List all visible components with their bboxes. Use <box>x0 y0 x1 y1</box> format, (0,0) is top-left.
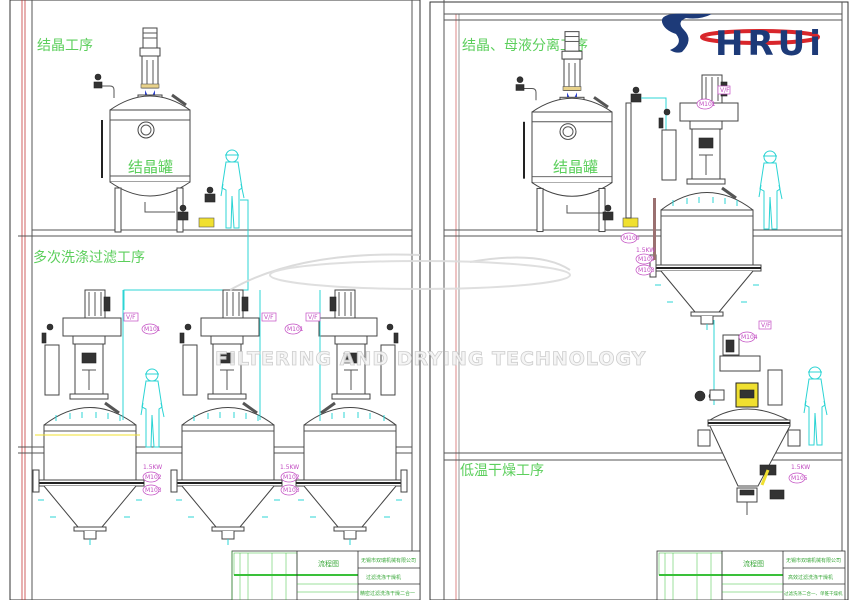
right-sheet: 结晶、母液分离工序 结晶罐 M100 V/F M101 1.5KW M102 M… <box>429 0 849 600</box>
power-tag: 1.5KW <box>791 464 810 471</box>
power-tag: 1.5KW <box>636 247 655 254</box>
tank-label: 结晶罐 <box>553 158 598 176</box>
section-title-drying: 低温干燥工序 <box>460 463 544 479</box>
company-name: 无锡市双瑞机械有限公司 <box>786 557 841 564</box>
motor-tag: M102 <box>283 474 300 481</box>
section-title-crystallization-separation: 结晶、母液分离工序 <box>462 37 588 54</box>
motor-tag: M104 <box>741 334 758 341</box>
motor-tag: M103 <box>145 487 162 494</box>
watermark: FILTERING AND DRYING TECHNOLOGY <box>215 253 646 370</box>
drawing-type: 流程图 <box>318 559 339 568</box>
power-tag: 1.5KW <box>280 464 299 471</box>
title-block: 流程图 无锡市双瑞机械有限公司 过滤洗涤干燥机 精密过滤洗涤干燥二合一 <box>231 550 421 600</box>
watermark-text: FILTERING AND DRYING TECHNOLOGY <box>215 348 646 370</box>
product-name: 过滤洗涤干燥机 <box>366 574 401 581</box>
drawing-type: 流程图 <box>743 559 764 568</box>
operator-icon <box>140 368 165 448</box>
vf-tag: V/F <box>720 87 730 94</box>
power-tag: 1.5KW <box>143 464 162 471</box>
motor-tag: M101 <box>699 101 716 108</box>
left-sheet: 结晶工序 结晶罐 多次洗涤过滤工序 V/F M101 1.5KW M102 M1… <box>9 0 421 600</box>
filter-dryer-1 <box>31 288 146 547</box>
operator-icon <box>803 366 828 446</box>
operator-icon <box>758 150 783 230</box>
motor-tag: M103 <box>638 267 655 274</box>
operator-icon <box>220 149 245 229</box>
cone-dryer <box>694 320 801 515</box>
section-title-washing: 多次洗涤过滤工序 <box>33 249 145 266</box>
vf-tag: V/F <box>126 314 136 321</box>
crystallizer-tank <box>92 26 192 234</box>
svg-text:HRUi: HRUi <box>715 24 825 64</box>
product-name: 高效过滤洗涤干燥机 <box>788 574 833 581</box>
feed-pump <box>198 217 215 228</box>
motor-tag: M103 <box>283 487 300 494</box>
section-title-crystallization: 结晶工序 <box>37 38 93 54</box>
filter-dryer-2 <box>169 288 284 547</box>
filter-dryer <box>648 73 763 332</box>
tank-label: 结晶罐 <box>128 158 173 176</box>
motor-tag: M105 <box>791 475 808 482</box>
motor-tag: M101 <box>144 326 161 333</box>
crystallizer-tank <box>514 30 614 234</box>
motor-tag: M101 <box>287 326 304 333</box>
vf-tag: V/F <box>264 314 274 321</box>
filter-dryer-3 <box>294 288 409 547</box>
drawing-subtitle: 精密过滤洗涤干燥二合一 <box>360 590 415 597</box>
pump-tag: M100 <box>623 235 640 242</box>
feed-pump <box>622 217 639 228</box>
pump-icon <box>630 86 642 103</box>
motor-tag: M102 <box>145 474 162 481</box>
company-logo: HRUi <box>661 13 825 64</box>
motor-tag: M102 <box>638 256 655 263</box>
vf-tag: V/F <box>308 314 318 321</box>
title-block: 流程图 无锡市双瑞机械有限公司 高效过滤洗涤干燥机 过滤洗涤二合一、单锥干燥机 <box>656 550 846 600</box>
vf-tag: V/F <box>761 322 771 329</box>
pump-icon <box>204 186 216 203</box>
drawing-subtitle: 过滤洗涤二合一、单锥干燥机 <box>784 590 843 597</box>
company-name: 无锡市双瑞机械有限公司 <box>361 557 416 564</box>
